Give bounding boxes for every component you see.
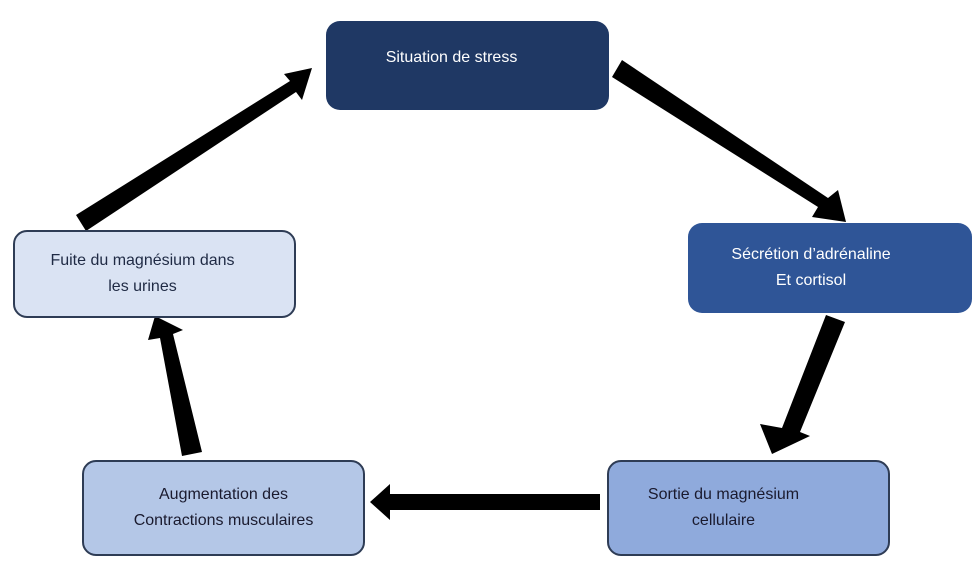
node-label: Fuite du magnésium dans les urines — [50, 252, 235, 295]
node-label: Augmentation des Contractions musculaire… — [133, 486, 314, 529]
node-label: Sortie du magnésium cellulaire — [647, 486, 800, 529]
arrow-stress-to-secretion — [612, 60, 846, 222]
node-sortie-magnesium-cellulaire: Sortie du magnésium cellulaire — [607, 460, 890, 556]
arrow-sortie-to-augmentation — [370, 484, 600, 520]
arrow-fuite-to-stress — [76, 68, 312, 231]
node-fuite-magnesium-urines: Fuite du magnésium dans les urines — [13, 230, 296, 318]
node-situation-de-stress: Situation de stress — [326, 21, 609, 110]
node-secretion-adrenaline-cortisol: Sécrétion d’adrénaline Et cortisol — [688, 223, 972, 313]
node-label: Situation de stress — [385, 48, 518, 66]
node-augmentation-contractions: Augmentation des Contractions musculaire… — [82, 460, 365, 556]
arrow-secretion-to-sortie — [760, 315, 845, 454]
arrow-augmentation-to-fuite — [148, 316, 202, 456]
node-label: Sécrétion d’adrénaline Et cortisol — [731, 246, 891, 289]
